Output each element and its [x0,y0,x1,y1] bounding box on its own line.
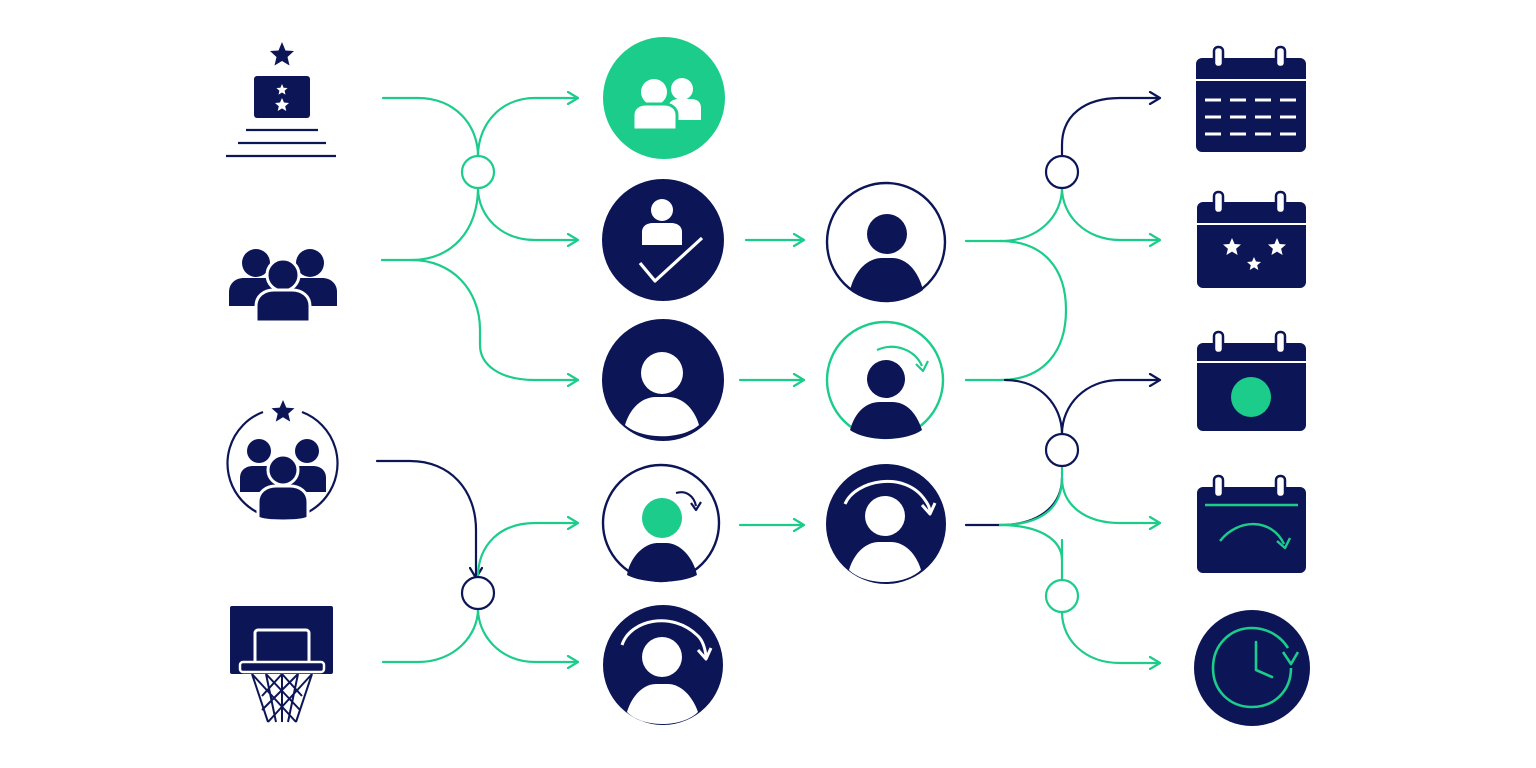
calendar-reschedule-icon [1197,474,1306,573]
connector-outline-to-rotate-link [964,239,1068,382]
user-sync-icon [601,463,721,583]
connector-junction-to-user-refresh [476,607,577,662]
user-refresh-icon [603,605,723,725]
basketball-hoop-icon [230,606,333,723]
connectors-middle [738,240,803,525]
user-outline-icon [825,181,947,303]
connectors-left [375,96,577,664]
calendar-stars-icon [1197,190,1306,288]
connector-junction-to-calendar-grid [1060,98,1159,158]
connector-junction-to-user-sync [476,523,577,579]
connector-featured-group-to-junction [375,459,476,577]
featured-group-icon [226,400,339,523]
connector-junction-down [998,464,1064,527]
connector-junction-to-green-group [476,98,577,158]
junction-node-top [460,154,496,190]
connector-junction-to-calendar-dot [1060,380,1159,436]
group-icon [229,249,337,324]
user-check-icon [602,179,724,301]
user-rotate-icon [825,320,945,440]
connector-podium-to-junction [381,96,480,158]
calendar-grid-icon [1196,45,1306,152]
clock-refresh-icon [1194,610,1310,726]
connector-user-return-out [964,476,1064,527]
user-return-icon [826,464,946,584]
connectors-right [964,98,1159,663]
green-group-icon [603,37,725,159]
junction-node-right-bottom [1044,578,1080,614]
connector-junction-to-calendar-stars [1060,186,1159,240]
junction-node-right-top [1044,154,1080,190]
junction-node-right-middle [1044,432,1080,468]
connector-user-outline-to-junction [964,186,1064,243]
connector-group-to-user [410,258,577,380]
connector-group-to-junction [380,186,480,262]
user-icon [602,319,724,441]
connector-junction-to-user-check [476,186,577,240]
podium-stars-icon [226,42,336,158]
connector-user-rotate-to-junction [1003,378,1064,436]
connector-to-calendar-reschedule [998,476,1159,562]
connector-junction-to-clock [1060,610,1159,663]
connector-hoop-to-junction [381,607,480,664]
calendar-dot-icon [1197,330,1306,431]
junction-node-bottom [460,575,496,611]
